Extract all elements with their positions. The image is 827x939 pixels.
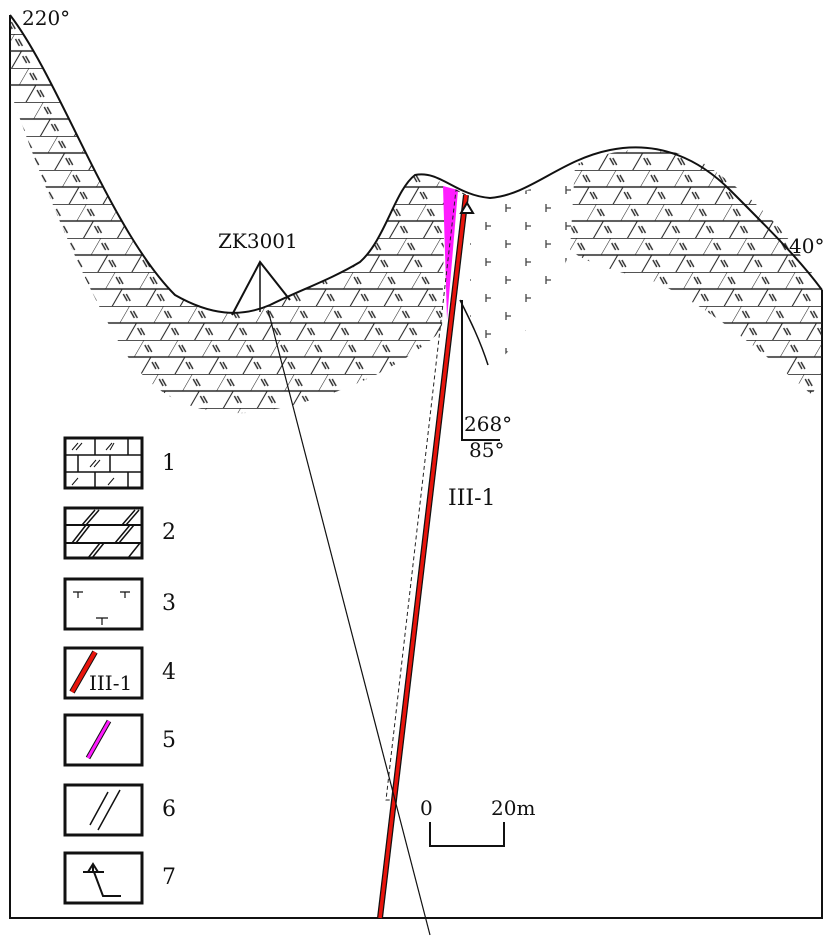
legend-swatch-4 [63,646,144,700]
drillhole-label: ZK3001 [218,229,298,253]
legend-swatch-3 [63,577,144,631]
carbonate-unit-left [10,15,445,414]
legend-swatch-5 [63,713,144,767]
left-azimuth-label: 220° [22,6,71,30]
legend-swatch-7 [63,851,144,905]
drillhole-zk3001 [231,260,431,936]
legend-number-2: 2 [162,520,176,545]
legend-4-text: III-1 [89,671,133,695]
scale-end-label: 20m [491,796,536,820]
igneous-unit [470,168,578,360]
scale-start-label: 0 [420,796,433,820]
attitude-symbol [459,201,500,441]
legend-swatch-1 [63,436,144,490]
magenta-vein [443,186,458,320]
legend [63,436,144,905]
orebody-label: III-1 [448,486,496,511]
ground-surface [9,14,823,314]
section-frame [9,15,823,919]
right-azimuth-label: 40° [789,234,825,258]
legend-number-5: 5 [162,728,176,753]
dip-direction-label: 268° [464,412,513,436]
legend-number-3: 3 [162,591,176,616]
legend-number-4: 4 [162,660,176,685]
scale-bar [429,822,505,847]
legend-number-7: 7 [162,865,176,890]
legend-swatch-6 [63,783,144,837]
legend-number-1: 1 [162,451,176,476]
legend-number-6: 6 [162,797,176,822]
dip-angle-label: 85° [469,438,505,462]
carbonate-unit-right [570,149,822,395]
breccia-zone [385,189,467,801]
legend-swatch-2 [63,506,144,560]
